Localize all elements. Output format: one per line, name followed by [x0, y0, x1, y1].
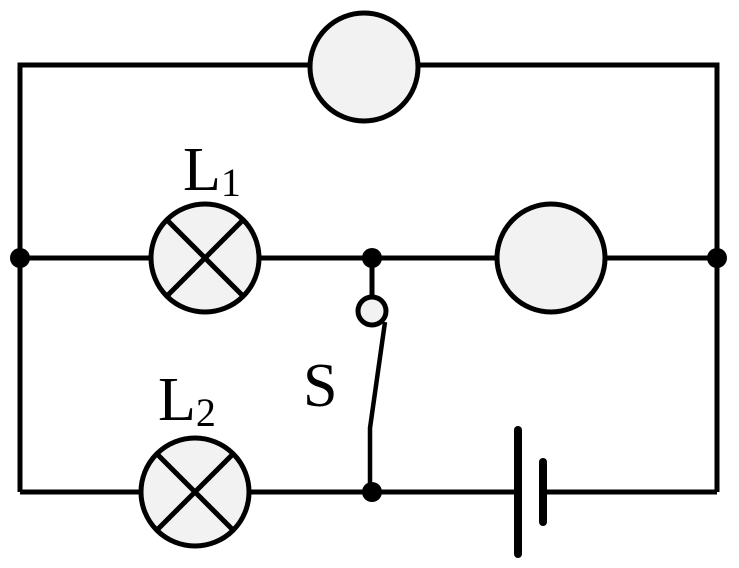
junction-dot: [362, 482, 382, 502]
lamp-l2: [138, 435, 252, 549]
lamp-l1: [148, 201, 262, 315]
junction-dot: [362, 248, 382, 268]
junction-dot: [10, 248, 30, 268]
top-meter: [307, 10, 421, 124]
label-switch: S: [303, 352, 337, 420]
label-l2: L2: [158, 366, 216, 435]
switch-contact: [355, 294, 389, 328]
label-l1: L1: [183, 136, 241, 205]
junction-dot: [707, 248, 727, 268]
middle-meter: [494, 201, 608, 315]
battery: [514, 426, 547, 558]
switch-blade: [367, 321, 388, 492]
